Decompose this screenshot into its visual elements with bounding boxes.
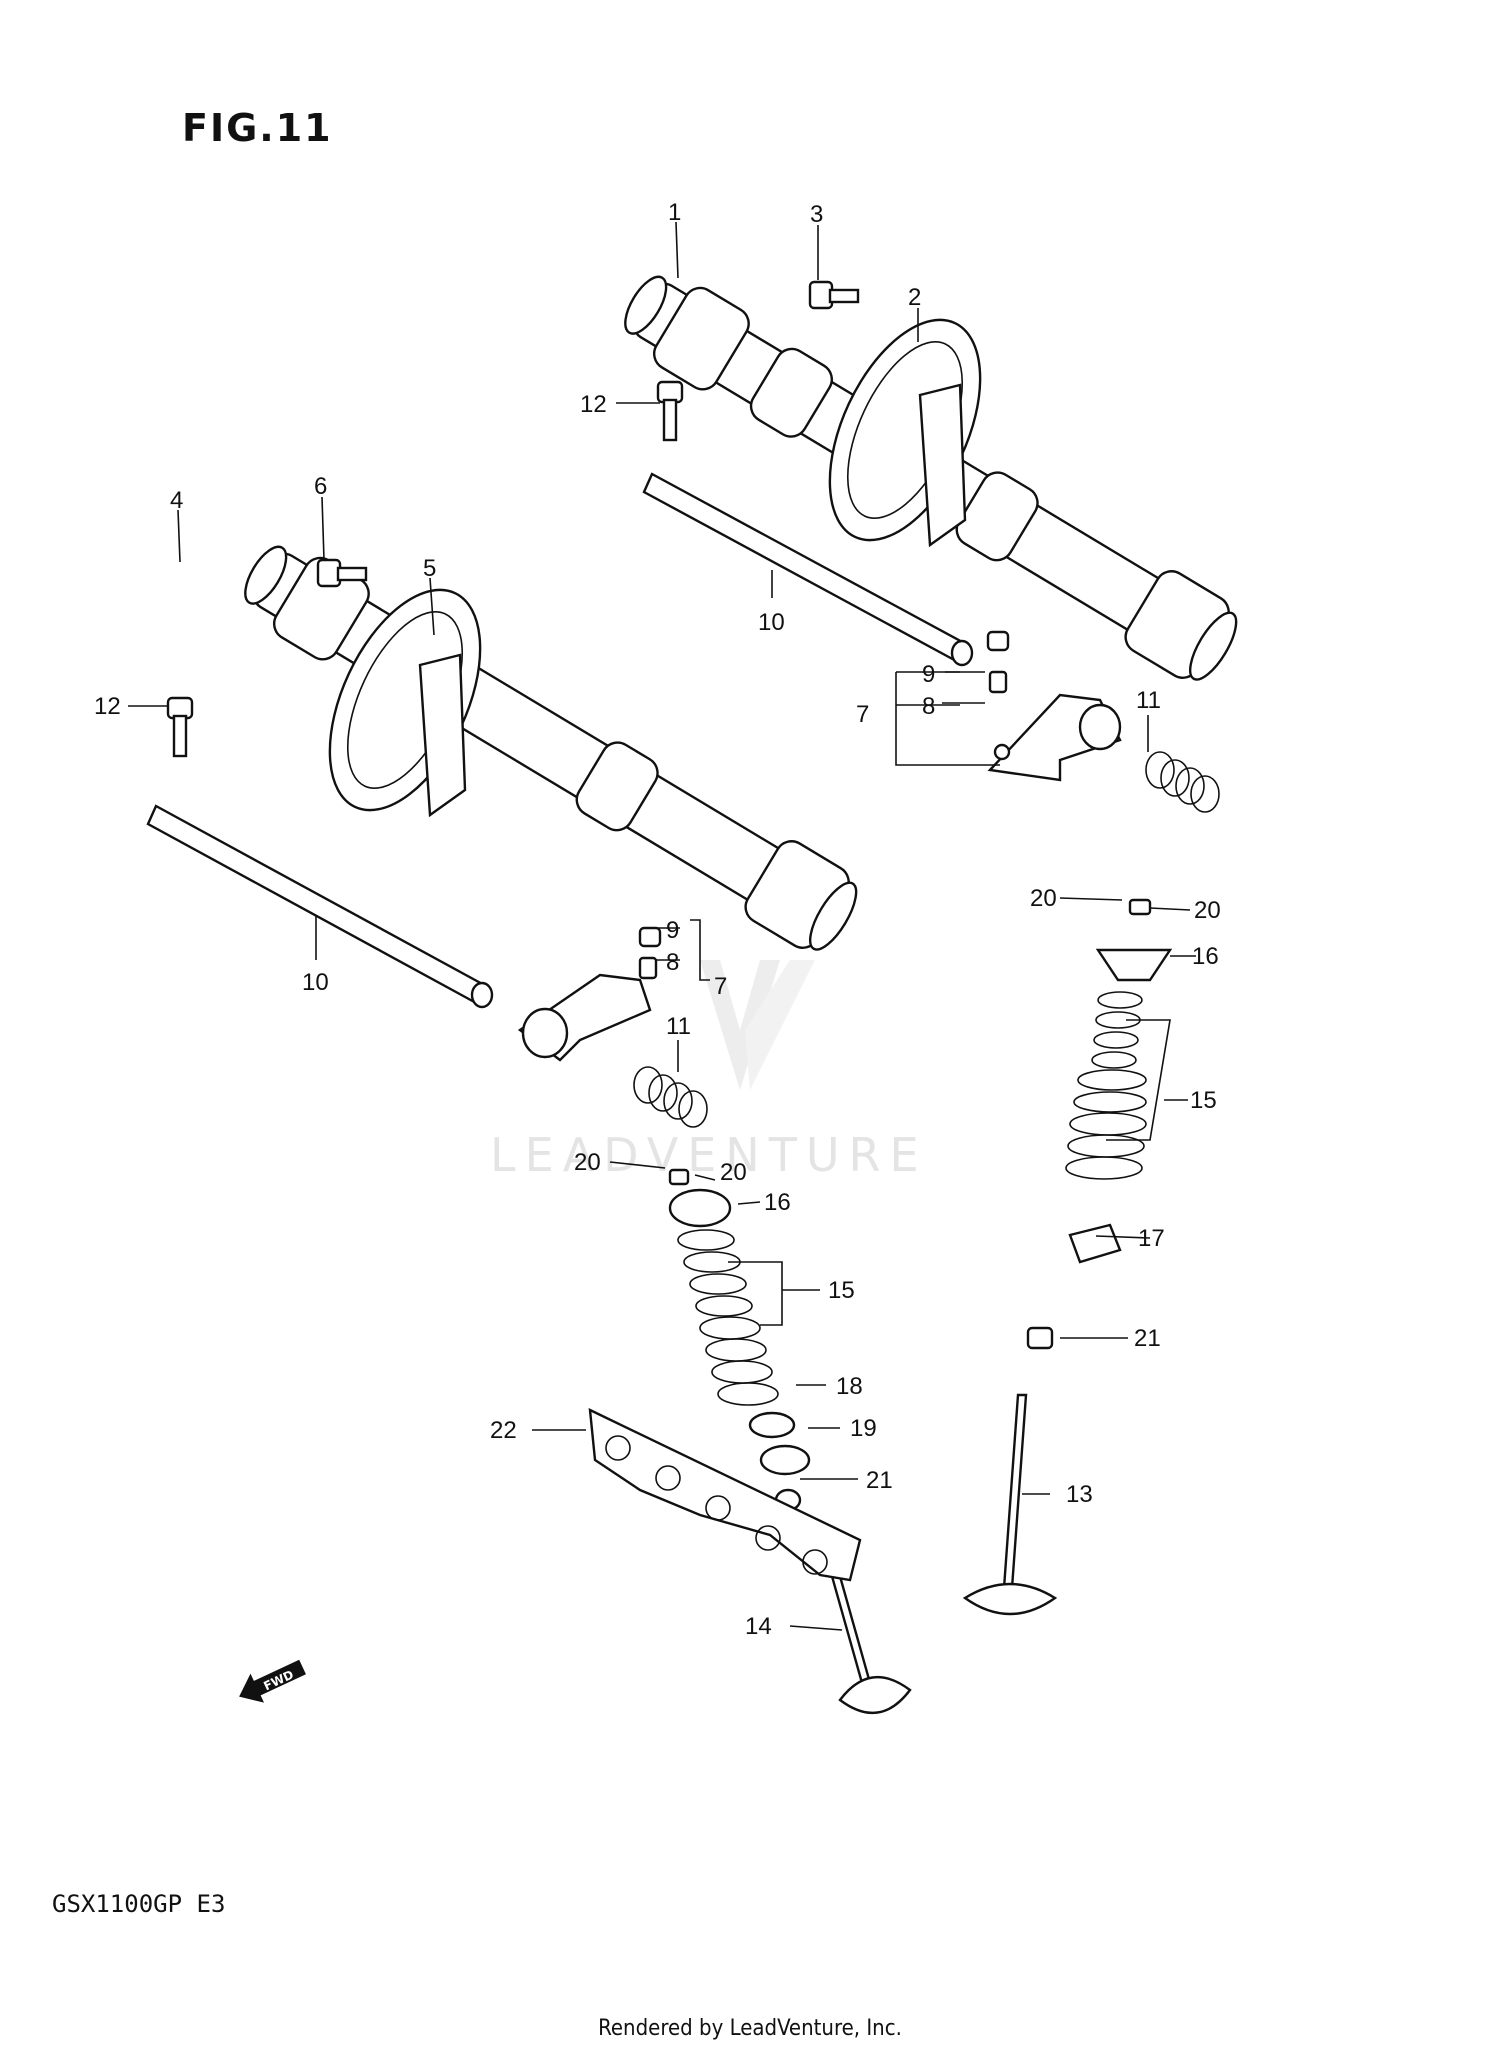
callout-numbers: 1 2 3 4 5 6 7 7 8 8 9 9 10 10 11 11 12 1…: [94, 199, 1221, 1640]
callout-1: 1: [668, 199, 681, 226]
callout-18: 18: [836, 1373, 863, 1400]
callout-11-upper: 11: [1136, 687, 1161, 714]
callout-11-lower: 11: [666, 1013, 691, 1040]
bolt-12-lower: [166, 696, 194, 758]
callout-12-upper: 12: [580, 391, 607, 418]
cam-sprocket-lower: [328, 588, 482, 818]
callout-9-lower: 9: [666, 917, 679, 944]
callout-7-lower: 7: [714, 973, 727, 1000]
callout-14: 14: [745, 1613, 772, 1640]
callout-2: 2: [908, 284, 921, 311]
callout-6: 6: [314, 473, 327, 500]
callout-12-lower: 12: [94, 693, 121, 720]
callout-19: 19: [850, 1415, 877, 1442]
callout-17: 17: [1138, 1225, 1165, 1252]
callout-21-left: 21: [866, 1467, 893, 1494]
callout-20-right-a: 20: [1030, 885, 1057, 912]
callout-9-upper: 9: [922, 661, 935, 688]
callout-10-lower: 10: [302, 969, 329, 996]
rocker-arm-upper: [986, 630, 1122, 782]
cam-sprocket-upper: [828, 318, 982, 548]
bolt-12-upper: [656, 380, 684, 442]
model-label: GSX1100GP E3: [52, 1890, 226, 1918]
callout-8-lower: 8: [666, 949, 679, 976]
callout-16-right: 16: [1192, 943, 1219, 970]
callout-3: 3: [810, 201, 823, 228]
figure-title: FIG.11: [182, 106, 333, 150]
watermark-text: LEADVENTURE: [490, 1128, 928, 1182]
callout-5: 5: [423, 555, 436, 582]
leader-lines: [128, 221, 1196, 1631]
rocker-spring-upper: [1145, 751, 1220, 813]
callout-13: 13: [1066, 1481, 1093, 1508]
valve-spring-right: [1065, 991, 1147, 1180]
bolt-3: [808, 280, 860, 310]
bolt-6: [316, 558, 368, 588]
valve-spring-left: [677, 1229, 779, 1406]
callout-22: 22: [490, 1417, 517, 1444]
callout-15-left: 15: [828, 1277, 855, 1304]
valve-assembly-right: [962, 898, 1173, 1616]
rocker-arm-lower: [517, 926, 662, 1062]
callout-15-right: 15: [1190, 1087, 1217, 1114]
callout-20-left-a: 20: [574, 1149, 601, 1176]
watermark-logo: [700, 960, 815, 1090]
callout-20-left-b: 20: [720, 1159, 747, 1186]
valve-assembly-left: [668, 1168, 912, 1714]
callout-21-right: 21: [1134, 1325, 1161, 1352]
callout-16-left: 16: [764, 1189, 791, 1216]
callout-4: 4: [170, 487, 183, 514]
callout-7-upper: 7: [856, 701, 869, 728]
rocker-shaft-lower: [146, 804, 494, 1009]
callout-8-upper: 8: [922, 693, 935, 720]
callout-20-right-b: 20: [1194, 897, 1221, 924]
callout-10-upper: 10: [758, 609, 785, 636]
fwd-arrow-icon: FWD: [239, 1659, 306, 1703]
rocker-spring-lower: [633, 1066, 708, 1128]
rocker-shaft-upper: [642, 472, 974, 667]
footer-credit: Rendered by LeadVenture, Inc.: [598, 2016, 902, 2041]
gasket-22: [588, 1407, 862, 1582]
